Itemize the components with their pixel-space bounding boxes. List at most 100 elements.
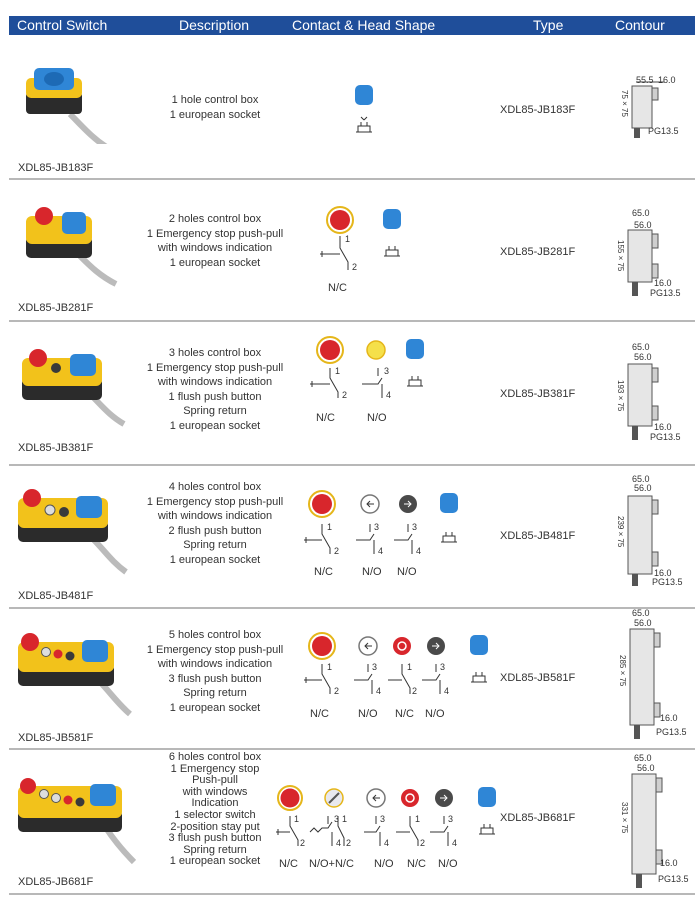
description-line: Indication: [191, 797, 239, 810]
nc-contact-symbol-icon: [304, 524, 331, 554]
head-shapes: 1 2 3 4: [310, 336, 424, 400]
description-line: with windows: [182, 785, 248, 798]
contact-label: N/C: [314, 566, 333, 578]
model-label: XDL85-JB281F: [18, 302, 94, 314]
head-shapes: 1 2 3 4 1 2 3 4: [304, 632, 488, 696]
type-label: XDL85-JB681F: [500, 812, 576, 824]
description-line: Spring return: [183, 539, 247, 552]
description-line: 1 european socket: [169, 419, 261, 432]
svg-text:2: 2: [342, 390, 347, 400]
description-line: 4 holes control box: [168, 481, 262, 493]
type-label: XDL85-JB183F: [500, 104, 576, 116]
product-image-6holes: [18, 778, 136, 865]
svg-text:1: 1: [294, 814, 299, 824]
socket-contact-symbol-icon: [479, 824, 495, 835]
dim-thread: PG13.5: [658, 874, 689, 884]
svg-text:4: 4: [386, 390, 391, 400]
contour-drawing: 65.0 56.0 331 × 75 16.0 PG13.5: [620, 753, 689, 888]
socket-contact-symbol-icon: [384, 246, 400, 257]
contact-label: N/C: [310, 708, 329, 720]
svg-text:4: 4: [376, 686, 381, 696]
contact-label: N/C: [279, 858, 298, 870]
col-contour: Contour: [615, 17, 665, 33]
description-line: Push-pull: [192, 774, 238, 787]
description-line: 3 flush push button: [168, 832, 262, 845]
dim-body: 331 × 75: [620, 802, 629, 834]
svg-text:2: 2: [334, 546, 339, 556]
svg-text:4: 4: [378, 546, 383, 556]
description-line: 1 Emergency stop push-pull: [146, 495, 284, 508]
col-control-switch: Control Switch: [17, 17, 108, 33]
description-line: Spring return: [183, 687, 247, 700]
description: 5 holes control box 1 Emergency stop pus…: [130, 628, 300, 716]
no-contact-symbol-icon: [364, 816, 381, 846]
svg-text:3: 3: [372, 662, 377, 672]
socket-contact-symbol-icon: [441, 532, 457, 543]
svg-text:2: 2: [352, 262, 357, 272]
no-contact-symbol-icon: [422, 664, 441, 694]
dim-depth: 16.0: [658, 76, 676, 85]
nc-contact-symbol-icon: [276, 816, 299, 846]
svg-text:4: 4: [444, 686, 449, 696]
contact-label: N/O: [438, 858, 458, 870]
socket-contact-symbol-icon: [356, 116, 372, 133]
svg-text:4: 4: [452, 838, 457, 848]
contact-label: N/O: [397, 566, 417, 578]
svg-text:2: 2: [300, 838, 305, 848]
type-label: XDL85-JB581F: [500, 672, 576, 684]
svg-text:2: 2: [334, 686, 339, 696]
description-line: 1 european socket: [169, 553, 261, 566]
svg-text:3: 3: [440, 662, 445, 672]
description-line: 1 Emergency stop push-pull: [146, 361, 284, 374]
product-image-2holes: [26, 207, 118, 287]
no-contact-symbol-icon: [394, 524, 413, 554]
selector-contact-symbol-icon: [309, 816, 345, 846]
description: 3 holes control box 1 Emergency stop pus…: [130, 346, 300, 434]
emergency-stop-icon: [277, 785, 303, 811]
contact-label: N/O: [374, 858, 394, 870]
description-line: 2 holes control box: [168, 213, 262, 225]
contour-drawing: 65.0 56.0 285 × 75 16.0 PG13.5: [618, 608, 687, 739]
socket-icon: [355, 85, 373, 105]
model-label: XDL85-JB381F: [18, 442, 94, 454]
svg-text:1: 1: [327, 522, 332, 532]
row-divider: [9, 748, 695, 750]
contour-drawing: 65.0 56.0 239 × 75 16.0 PG13.5: [616, 474, 683, 587]
row-divider: [9, 464, 695, 466]
description-line: with windows indication: [157, 242, 273, 255]
svg-text:1: 1: [415, 814, 420, 824]
svg-text:2: 2: [420, 838, 425, 848]
socket-icon: [406, 339, 424, 359]
nc-contact-symbol-icon: [320, 236, 349, 270]
contact-label: N/O: [362, 566, 382, 578]
product-image-4holes: [18, 489, 128, 575]
nc-contact-symbol-icon: [310, 368, 339, 398]
no-contact-symbol-icon: [354, 664, 373, 694]
contour-drawing: 65.0 56.0 193 × 75 16.0 PG13.5: [616, 342, 681, 442]
dim-body: 193 × 75: [616, 380, 625, 412]
product-image-1hole: [26, 68, 108, 144]
svg-text:2: 2: [346, 838, 351, 848]
no-contact-symbol-icon: [362, 368, 383, 398]
head-shapes: 1 2 3 4 3 4: [304, 490, 458, 556]
emergency-stop-icon: [308, 490, 336, 518]
svg-text:3: 3: [334, 814, 339, 824]
contact-label: N/C: [407, 858, 426, 870]
head-shapes: 1 2 3 1 4 2 3 4 1 2 3 4: [276, 785, 496, 848]
socket-contact-symbol-icon: [407, 376, 423, 387]
svg-text:2: 2: [412, 686, 417, 696]
socket-icon: [470, 635, 488, 655]
description-line: 3 flush push button: [168, 672, 262, 685]
description-line: 2-position stay put: [170, 820, 260, 833]
contour-drawing: 65.0 56.0 155 × 75 16.0 PG13.5: [616, 208, 681, 298]
description-line: 1 Emergency stop: [170, 762, 260, 775]
contact-label: N/C: [328, 282, 347, 294]
svg-text:1: 1: [407, 662, 412, 672]
model-label: XDL85-JB581F: [18, 732, 94, 744]
dim-width: 65.0: [632, 474, 650, 484]
svg-text:4: 4: [336, 838, 341, 848]
product-image-3holes: [22, 349, 126, 427]
emergency-stop-icon: [308, 632, 336, 660]
svg-text:3: 3: [412, 522, 417, 532]
description: 4 holes control box 1 Emergency stop pus…: [130, 480, 300, 568]
